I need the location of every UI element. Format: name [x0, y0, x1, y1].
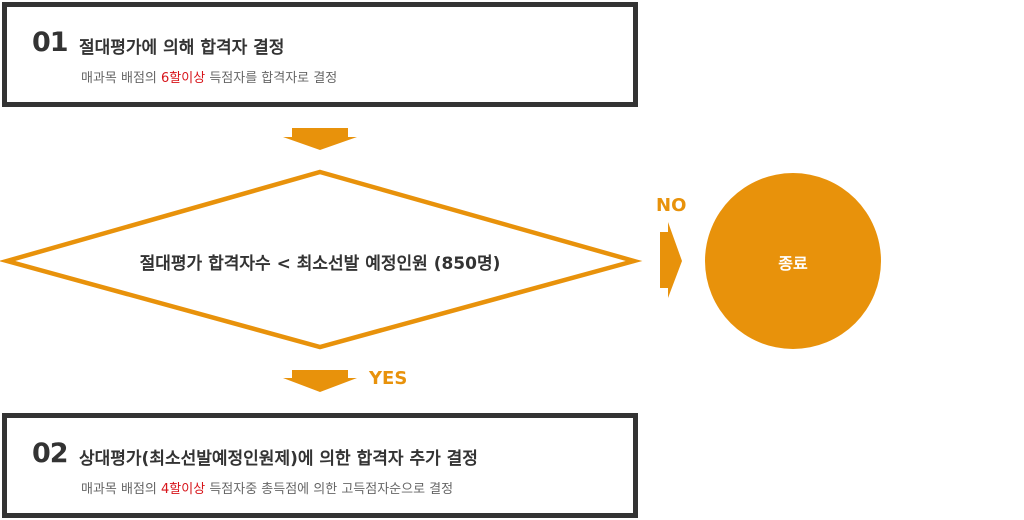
step1-number: 01 [32, 27, 69, 58]
step1-desc-highlight: 6할이상 [161, 71, 206, 86]
arrow-down-yes [283, 370, 357, 392]
branch-yes-label: YES [369, 368, 408, 389]
step1-title: 절대평가에 의해 합격자 결정 [79, 38, 285, 58]
end-label: 종료 [778, 254, 808, 273]
arrow-down-1 [283, 128, 357, 150]
step1-desc-suffix: 득점자를 합격자로 결정 [205, 71, 338, 86]
step2-desc-highlight: 4할이상 [161, 482, 206, 497]
branch-no-label: NO [656, 195, 687, 216]
step1-description: 매과목 배점의 6할이상 득점자를 합격자로 결정 [81, 67, 337, 86]
end-circle [705, 173, 881, 349]
decision-label: 절대평가 합격자수 < 최소선발 예정인원 (850명) [139, 254, 501, 274]
decision-diamond [0, 169, 643, 350]
step1-desc-prefix: 매과목 배점의 [81, 71, 162, 86]
step2-desc-prefix: 매과목 배점의 [81, 482, 162, 497]
step2-number: 02 [32, 438, 69, 469]
step1-box: 01 절대평가에 의해 합격자 결정 매과목 배점의 6할이상 득점자를 합격자… [2, 2, 638, 107]
step2-title: 상대평가(최소선발예정인원제)에 의한 합격자 추가 결정 [79, 449, 478, 469]
step2-desc-suffix: 득점자중 총득점에 의한 고득점자순으로 결정 [205, 482, 454, 497]
arrow-right-no [660, 222, 682, 298]
step2-description: 매과목 배점의 4할이상 득점자중 총득점에 의한 고득점자순으로 결정 [81, 478, 453, 497]
step2-box: 02 상대평가(최소선발예정인원제)에 의한 합격자 추가 결정 매과목 배점의… [2, 413, 638, 518]
